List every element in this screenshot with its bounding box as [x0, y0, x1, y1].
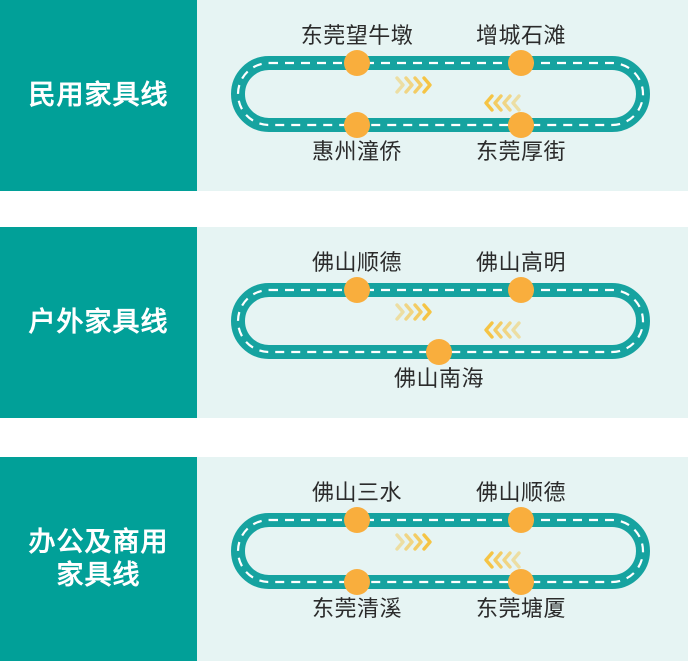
- station-label[interactable]: 佛山南海: [393, 366, 485, 391]
- track-path: [231, 513, 650, 589]
- route-title-panel[interactable]: 民用家具线: [0, 0, 197, 191]
- track-centerline: [236, 518, 645, 584]
- loop-track: [231, 507, 650, 595]
- station-marker-icon[interactable]: [344, 507, 370, 533]
- station-marker-icon[interactable]: [508, 50, 534, 76]
- station-marker-icon[interactable]: [508, 112, 534, 138]
- station-marker-icon[interactable]: [344, 569, 370, 595]
- route-row: 户外家具线 佛山顺德 佛山高明佛山南海: [0, 227, 688, 418]
- loop-track: [231, 277, 650, 365]
- chevrons-left-icon: [484, 94, 521, 112]
- route-title-panel[interactable]: 户外家具线: [0, 227, 197, 418]
- route-title: 民用家具线: [28, 80, 169, 111]
- station-marker-icon[interactable]: [344, 112, 370, 138]
- station-marker-icon[interactable]: [508, 569, 534, 595]
- route-row: 民用家具线 东莞望牛墩 增城石滩惠州潼侨 东莞厚街: [0, 0, 688, 191]
- station-label[interactable]: 东莞清溪: [311, 596, 403, 621]
- chevrons-right-icon: [395, 303, 432, 321]
- station-label[interactable]: 佛山三水: [311, 480, 403, 505]
- station-label[interactable]: 佛山顺德: [311, 250, 403, 275]
- station-marker-icon[interactable]: [426, 339, 452, 365]
- station-label[interactable]: 佛山高明: [475, 250, 567, 275]
- station-label[interactable]: 东莞塘厦: [475, 596, 567, 621]
- station-label[interactable]: 惠州潼侨: [311, 139, 403, 164]
- chevrons-left-icon: [484, 551, 521, 569]
- chevrons-right-icon: [395, 76, 432, 94]
- station-marker-icon[interactable]: [344, 50, 370, 76]
- route-title: 户外家具线: [28, 307, 169, 338]
- station-label[interactable]: 东莞望牛墩: [300, 23, 414, 48]
- route-loop-diagram: 佛山顺德 佛山高明佛山南海: [197, 227, 688, 418]
- station-marker-icon[interactable]: [344, 277, 370, 303]
- chevrons-right-icon: [395, 533, 432, 551]
- station-label[interactable]: 佛山顺德: [475, 480, 567, 505]
- track-centerline: [236, 288, 645, 354]
- route-title: 办公及商用 家具线: [28, 527, 169, 590]
- route-title-panel[interactable]: 办公及商用 家具线: [0, 457, 197, 661]
- chevrons-left-icon: [484, 321, 521, 339]
- station-label[interactable]: 东莞厚街: [475, 139, 567, 164]
- station-marker-icon[interactable]: [508, 277, 534, 303]
- route-loop-diagram: 佛山三水 佛山顺德东莞清溪 东莞塘厦: [197, 457, 688, 661]
- track-path: [231, 56, 650, 132]
- route-row: 办公及商用 家具线 佛山三水 佛山顺德东莞清溪 东莞塘厦: [0, 457, 688, 661]
- station-marker-icon[interactable]: [508, 507, 534, 533]
- track-centerline: [236, 61, 645, 127]
- route-loop-diagram: 东莞望牛墩 增城石滩惠州潼侨 东莞厚街: [197, 0, 688, 191]
- loop-track: [231, 50, 650, 138]
- station-label[interactable]: 增城石滩: [475, 23, 567, 48]
